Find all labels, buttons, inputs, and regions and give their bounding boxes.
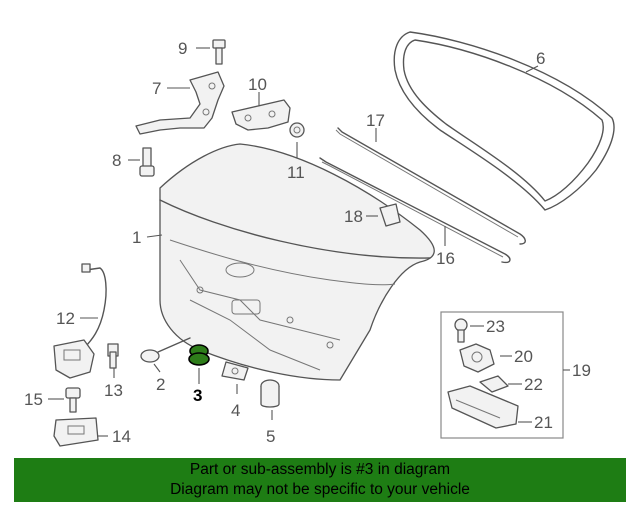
callout-15[interactable]: 15 — [24, 390, 43, 409]
part-18-stopper — [379, 203, 401, 227]
callout-2[interactable]: 2 — [156, 375, 165, 394]
part-6-weatherstrip — [393, 31, 615, 211]
part-19-subassembly-box — [440, 311, 570, 439]
callout-17[interactable]: 17 — [366, 111, 385, 130]
part-12-cable — [81, 263, 107, 349]
callout-8[interactable]: 8 — [112, 151, 121, 170]
info-banner: Part or sub-assembly is #3 in diagram Di… — [14, 458, 626, 502]
callout-3[interactable]: 3 — [193, 386, 202, 405]
callout-14[interactable]: 14 — [112, 427, 131, 446]
part-5-bumper — [260, 379, 280, 408]
part-2-rod — [140, 337, 191, 363]
callout-23[interactable]: 23 — [486, 317, 505, 336]
part-10-bracket — [231, 99, 291, 131]
leader-lines — [48, 47, 539, 437]
callout-12[interactable]: 12 — [56, 309, 75, 328]
banner-disclaimer-line: Diagram may not be specific to your vehi… — [170, 481, 470, 498]
part-15-bolt — [65, 387, 81, 413]
callout-10[interactable]: 10 — [248, 75, 267, 94]
part-1-trunk-lid — [159, 143, 435, 381]
banner-part-line: Part or sub-assembly is #3 in diagram — [189, 461, 451, 478]
part-9-bolt — [212, 39, 226, 65]
callout-20[interactable]: 20 — [514, 347, 533, 366]
part-17-rod — [335, 127, 526, 245]
callout-22[interactable]: 22 — [524, 375, 543, 394]
part-4-pad — [221, 361, 249, 381]
callout-9[interactable]: 9 — [178, 39, 187, 58]
callout-21[interactable]: 21 — [534, 413, 553, 432]
callout-18[interactable]: 18 — [344, 207, 363, 226]
callout-4[interactable]: 4 — [231, 401, 240, 420]
part-14-striker — [53, 417, 99, 447]
part-3-clip — [188, 344, 210, 366]
part-13-bolt — [107, 343, 119, 369]
latch-assembly — [53, 339, 95, 379]
part-11-bolt — [289, 122, 305, 138]
callout-13[interactable]: 13 — [104, 381, 123, 400]
part-7-hinge — [135, 71, 225, 135]
callout-16[interactable]: 16 — [436, 249, 455, 268]
callout-19[interactable]: 19 — [572, 361, 591, 380]
callout-1[interactable]: 1 — [132, 228, 141, 247]
part-21-lamp — [447, 385, 519, 429]
callout-7[interactable]: 7 — [152, 79, 161, 98]
callout-11[interactable]: 11 — [287, 163, 305, 182]
part-22-lens — [479, 375, 509, 393]
callout-6[interactable]: 6 — [536, 49, 545, 68]
part-8-bolt — [139, 147, 155, 177]
part-20-socket — [459, 343, 495, 373]
part-23-screw — [454, 318, 468, 343]
callout-5[interactable]: 5 — [266, 427, 275, 446]
parts-diagram: 9 7 10 6 17 8 11 1 18 16 12 13 2 3 4 5 1… — [24, 31, 615, 447]
